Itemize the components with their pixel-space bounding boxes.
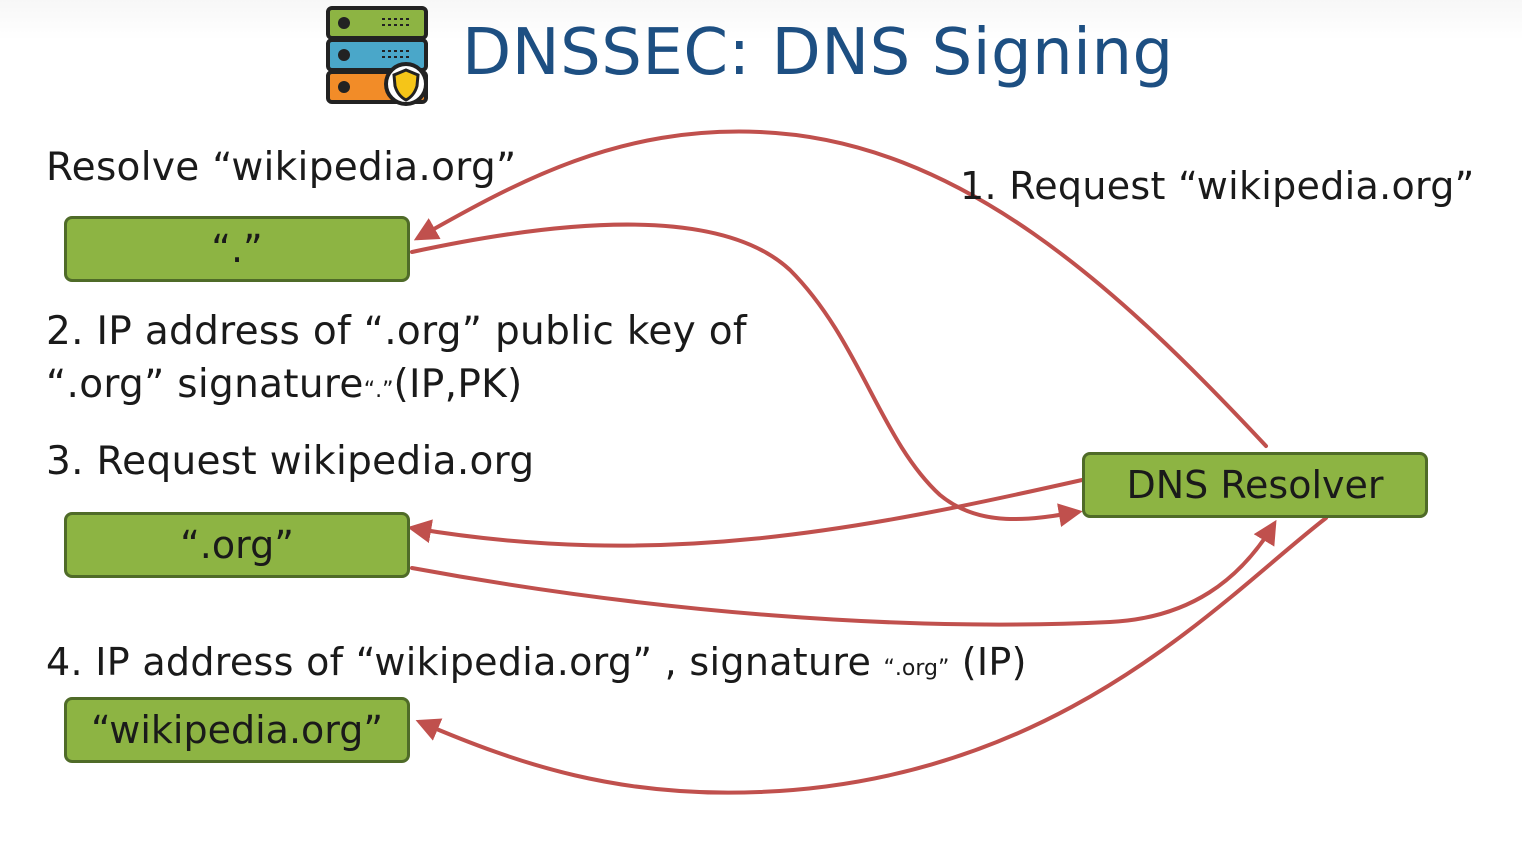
step-2-signer-subscript: “.” [363,378,394,403]
step-4-text: 4. IP address of “wikipedia.org” , signa… [46,640,884,684]
page-title: DNSSEC: DNS Signing [462,16,1174,90]
server-stack-shield-icon [326,6,428,106]
step-2-signed-data: (IP,PK) [393,362,523,407]
step-2-label: 2. IP address of “.org” public key of [46,308,747,356]
arrow-org-response [410,519,1277,627]
step-4-signer-subscript: “.org” [883,656,950,681]
step-2-line-1: 2. IP address of “.org” public key of [46,309,747,354]
step-4-label: 4. IP address of “wikipedia.org” , signa… [46,638,1027,693]
arrow-request-root [413,129,1268,448]
step-3-label: 3. Request wikipedia.org [46,439,535,484]
step-4-signed-data: (IP) [949,640,1027,684]
step-2-signature-text: “.org” signature [46,362,364,407]
arrow-request-org [407,478,1084,548]
step-2-label-line-2: “.org” signature“.”(IP,PK) [46,361,523,415]
step-1-label: 1. Request “wikipedia.org” [960,164,1475,208]
resolve-label: Resolve “wikipedia.org” [46,145,517,190]
org-server-box: “.org” [64,512,410,578]
dns-resolver-box: DNS Resolver [1082,452,1428,518]
arrow-wikipedia-response [415,516,1328,795]
wikipedia-server-box: “wikipedia.org” [64,697,410,763]
root-server-box: “.” [64,216,410,282]
arrow-root-response [410,222,1083,527]
